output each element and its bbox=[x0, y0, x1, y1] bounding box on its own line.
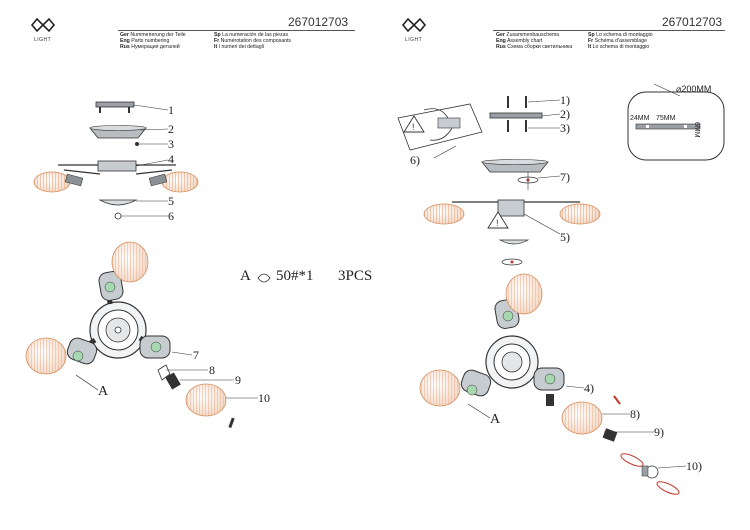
step-number-6: 6) bbox=[410, 153, 420, 167]
step-cap bbox=[517, 172, 561, 190]
part-number-3: 3 bbox=[168, 137, 174, 151]
step-number-4: 4) bbox=[584, 381, 594, 395]
part-number-5: 5 bbox=[168, 194, 174, 208]
header-col2-right: Sp Lo schema di montaggio Fr Schéma d'as… bbox=[588, 32, 653, 51]
part-number-1: 1 bbox=[168, 103, 174, 117]
step-number-3: 3) bbox=[560, 121, 570, 135]
part-number-4: 4 bbox=[168, 152, 174, 166]
spec-text: 50#*1 bbox=[276, 268, 314, 284]
assembled-luminaire-view bbox=[25, 241, 171, 391]
part-lamp-parts bbox=[157, 351, 258, 429]
part-number-10: 10 bbox=[258, 391, 270, 405]
svg-text:!: ! bbox=[412, 122, 415, 132]
part-number-8: 8 bbox=[209, 363, 215, 377]
wiring-detail: ! bbox=[397, 103, 483, 159]
article-code-left: 267012703 bbox=[288, 15, 349, 29]
part-number-2: 2 bbox=[168, 122, 174, 136]
part-canopy bbox=[89, 125, 169, 139]
ceiling-dimension-panel bbox=[627, 83, 725, 161]
parts-exploded-diagram bbox=[25, 101, 271, 429]
header-col2-left: Sp La numeración de las piezas Fr Numéro… bbox=[214, 32, 291, 51]
part-number-9: 9 bbox=[235, 373, 241, 387]
detail-label-a-left: A bbox=[98, 384, 109, 399]
part-number-6: 6 bbox=[168, 209, 174, 223]
brand-logo-text-left: LIGHT bbox=[34, 37, 52, 43]
step-bulb-assembly bbox=[561, 395, 687, 495]
step-number-2: 2) bbox=[560, 107, 570, 121]
step-number-8: 8) bbox=[630, 407, 640, 421]
leaf-spec-icon bbox=[257, 273, 271, 283]
part-screw bbox=[135, 142, 168, 146]
step-frame: ! bbox=[423, 199, 601, 266]
article-code-right: 267012703 bbox=[662, 15, 723, 29]
spec-prefix: A bbox=[240, 268, 251, 284]
part-cap-nut bbox=[114, 212, 168, 220]
step-mounting-bar bbox=[489, 96, 561, 132]
part-cover bbox=[98, 199, 168, 206]
brand-logo-left bbox=[29, 16, 57, 34]
brand-logo-text-right: LIGHT bbox=[405, 37, 423, 43]
spec-quantity: 3PCS bbox=[338, 268, 373, 284]
step-number-1: 1) bbox=[560, 93, 570, 107]
assembled-luminaire-right bbox=[419, 273, 585, 419]
header-rule-left bbox=[118, 30, 355, 31]
header-rule-right bbox=[493, 30, 725, 31]
svg-text:!: ! bbox=[496, 218, 499, 228]
step-number-7: 7) bbox=[560, 170, 570, 184]
detail-label-a-right: A bbox=[490, 412, 501, 427]
dimension-24mm: 24MM bbox=[630, 115, 650, 122]
dimension-6mm: 6MM bbox=[693, 122, 700, 138]
dimension-diameter: ⌀200MM bbox=[676, 84, 712, 94]
part-frame bbox=[33, 159, 199, 193]
step-canopy bbox=[481, 159, 549, 173]
dimension-75mm: 75MM bbox=[656, 115, 676, 122]
step-number-10: 10) bbox=[686, 459, 702, 473]
step-number-5: 5) bbox=[560, 230, 570, 244]
header-col1-left: Ger Nummerierung der Teile Eng Parts num… bbox=[120, 32, 186, 51]
part-mounting-bar bbox=[95, 101, 169, 113]
header-col1-right: Ger Zusammenbauschema Eng Assembly chart… bbox=[496, 32, 573, 51]
brand-logo-right bbox=[400, 16, 428, 34]
part-number-7: 7 bbox=[193, 348, 199, 362]
step-number-9: 9) bbox=[654, 425, 664, 439]
